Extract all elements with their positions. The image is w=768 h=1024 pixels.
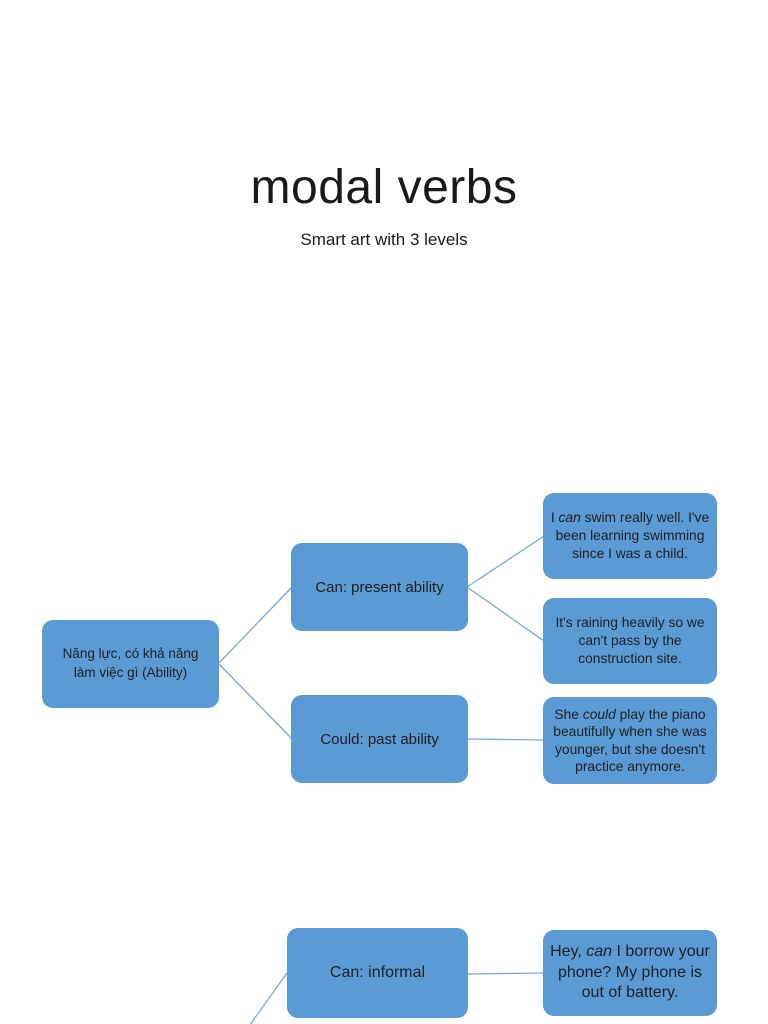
connector-line-can-informal-to-example4 [467, 972, 545, 975]
node-example-cant-pass: It's raining heavily so we can't pass by… [543, 598, 717, 684]
connector-line-root-to-could-past [218, 663, 293, 740]
node-example-can-borrow: Hey, can I borrow your phone? My phone i… [543, 930, 717, 1016]
connector-line-can-present-to-example2 [466, 586, 545, 642]
connector-line-root-to-can-present [218, 586, 293, 664]
node-can-present-ability: Can: present ability [291, 543, 468, 631]
node-example-could-piano: She could play the piano beautifully whe… [543, 697, 717, 784]
connector-line-offscreen-to-can-informal [249, 972, 288, 1024]
connector-line-can-present-to-example1 [466, 535, 545, 588]
slide-subtitle: Smart art with 3 levels [300, 230, 468, 249]
connector-line-could-past-to-example3 [466, 738, 545, 741]
node-example-can-swim: I can swim really well. I've been learni… [543, 493, 717, 579]
node-could-past-ability: Could: past ability [291, 695, 468, 783]
slide-title: modal verbs [250, 161, 518, 214]
node-ability-root: Năng lực, có khả năng làm việc gì (Abili… [42, 620, 219, 708]
node-can-informal: Can: informal [287, 928, 468, 1018]
